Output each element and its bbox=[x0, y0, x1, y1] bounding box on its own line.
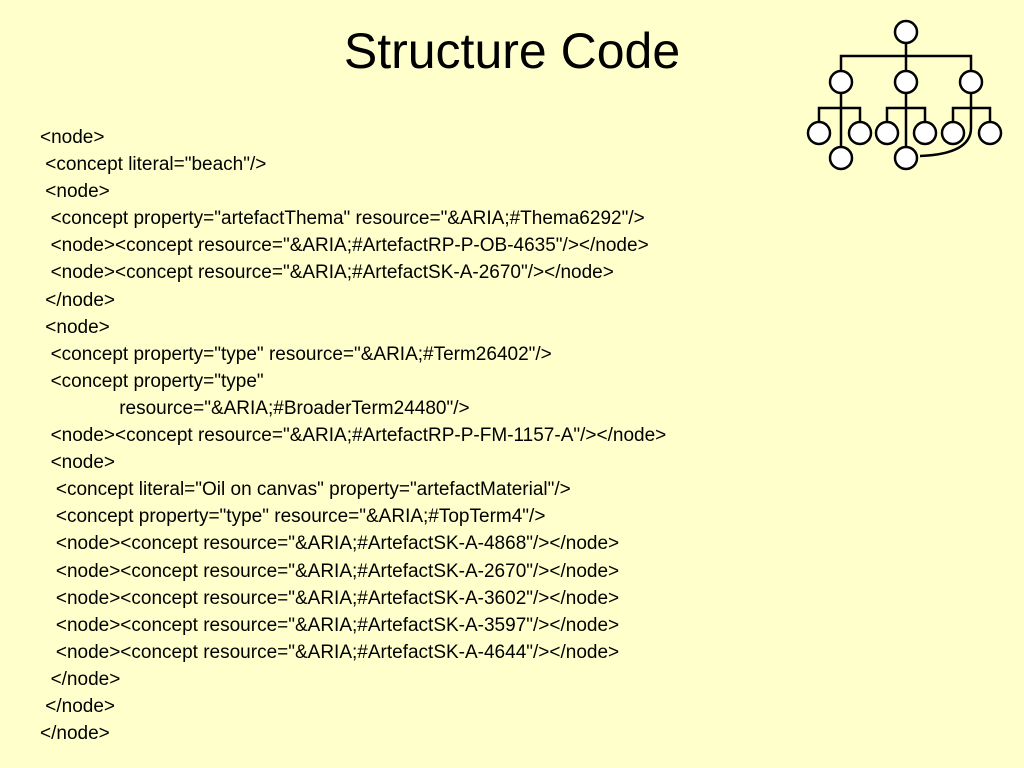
code-line: <concept property="type" resource="&ARIA… bbox=[40, 503, 666, 530]
code-line: <concept property="type" bbox=[40, 368, 666, 395]
code-line: </node> bbox=[40, 666, 666, 693]
code-line: <node><concept resource="&ARIA;#Artefact… bbox=[40, 422, 667, 449]
code-line-text: <concept property="type" resource="&ARIA… bbox=[55, 506, 546, 528]
code-line-text: <node><concept resource="&ARIA;#Artefact… bbox=[55, 614, 620, 636]
code-line-text: <node> bbox=[45, 316, 110, 338]
code-line-indent bbox=[40, 615, 56, 636]
code-line-text: <node><concept resource="&ARIA;#Artefact… bbox=[55, 587, 620, 609]
code-line-indent bbox=[40, 371, 51, 392]
code-line: <concept property="type" resource="&ARIA… bbox=[40, 341, 666, 368]
tree-hierarchy-icon bbox=[806, 19, 1003, 171]
code-line-text: <node> bbox=[50, 452, 116, 474]
code-line: <node><concept resource="&ARIA;#Artefact… bbox=[40, 639, 666, 666]
code-line-indent bbox=[40, 398, 119, 419]
slide-title: Structure Code bbox=[343, 23, 681, 79]
code-line-indent bbox=[40, 533, 56, 554]
code-line: </node> bbox=[40, 693, 666, 720]
code-line-text: <concept property="type" bbox=[50, 370, 264, 392]
code-line: <node><concept resource="&ARIA;#Artefact… bbox=[40, 232, 666, 259]
code-line: </node> bbox=[40, 720, 666, 747]
code-line-indent bbox=[40, 479, 56, 500]
code-line-text: <node> bbox=[45, 181, 110, 203]
code-line-indent bbox=[40, 235, 51, 256]
code-line-text: <node> bbox=[40, 127, 105, 148]
code-line-text: <concept literal="beach"/> bbox=[45, 154, 267, 176]
code-line-indent bbox=[40, 561, 56, 582]
code-line-text: <concept property="type" resource="&ARIA… bbox=[50, 343, 552, 365]
code-line: </node> bbox=[40, 287, 666, 314]
code-line: <node><concept resource="&ARIA;#Artefact… bbox=[40, 558, 666, 585]
code-line-indent bbox=[40, 344, 51, 365]
code-line-indent bbox=[40, 642, 56, 663]
code-line: <concept property="artefactThema" resour… bbox=[40, 205, 666, 232]
code-line-text: <node><concept resource="&ARIA;#Artefact… bbox=[55, 641, 620, 663]
code-line: <node><concept resource="&ARIA;#Artefact… bbox=[40, 612, 666, 639]
code-line: <concept literal="beach"/> bbox=[40, 151, 666, 178]
code-line: <node> bbox=[40, 178, 666, 205]
code-line: <node> bbox=[40, 124, 666, 151]
code-line-text: <node><concept resource="&ARIA;#Artefact… bbox=[55, 533, 620, 555]
code-line-text: </node> bbox=[45, 289, 116, 311]
code-line-text: <node><concept resource="&ARIA;#Artefact… bbox=[50, 425, 667, 447]
code-line-text: <concept literal="Oil on canvas" propert… bbox=[55, 479, 571, 501]
code-line-indent bbox=[40, 588, 56, 609]
code-line-text: </node> bbox=[45, 695, 116, 717]
code-line-indent bbox=[40, 262, 51, 283]
code-line-indent bbox=[40, 506, 56, 527]
code-block: <node> <concept literal="beach"/> <node>… bbox=[40, 124, 666, 747]
code-line-text: </node> bbox=[40, 723, 110, 745]
code-line-indent bbox=[40, 425, 51, 446]
code-line: <node> bbox=[40, 314, 666, 341]
code-line-text: </node> bbox=[50, 668, 121, 690]
code-line: resource="&ARIA;#BroaderTerm24480"/> bbox=[40, 395, 666, 422]
code-line: <node><concept resource="&ARIA;#Artefact… bbox=[40, 585, 666, 612]
code-line-indent bbox=[40, 208, 51, 229]
code-line-text: <node><concept resource="&ARIA;#Artefact… bbox=[50, 235, 649, 257]
code-line-text: resource="&ARIA;#BroaderTerm24480"/> bbox=[119, 397, 470, 419]
code-line-indent bbox=[40, 452, 51, 473]
code-line-text: <node><concept resource="&ARIA;#Artefact… bbox=[50, 262, 614, 284]
code-line-text: <node><concept resource="&ARIA;#Artefact… bbox=[55, 560, 620, 582]
code-line-text: <concept property="artefactThema" resour… bbox=[50, 208, 645, 230]
code-line: <concept literal="Oil on canvas" propert… bbox=[40, 476, 666, 503]
code-line: <node><concept resource="&ARIA;#Artefact… bbox=[40, 259, 666, 286]
code-line: <node><concept resource="&ARIA;#Artefact… bbox=[40, 530, 666, 557]
code-line-indent bbox=[40, 669, 51, 690]
code-line: <node> bbox=[40, 449, 666, 476]
